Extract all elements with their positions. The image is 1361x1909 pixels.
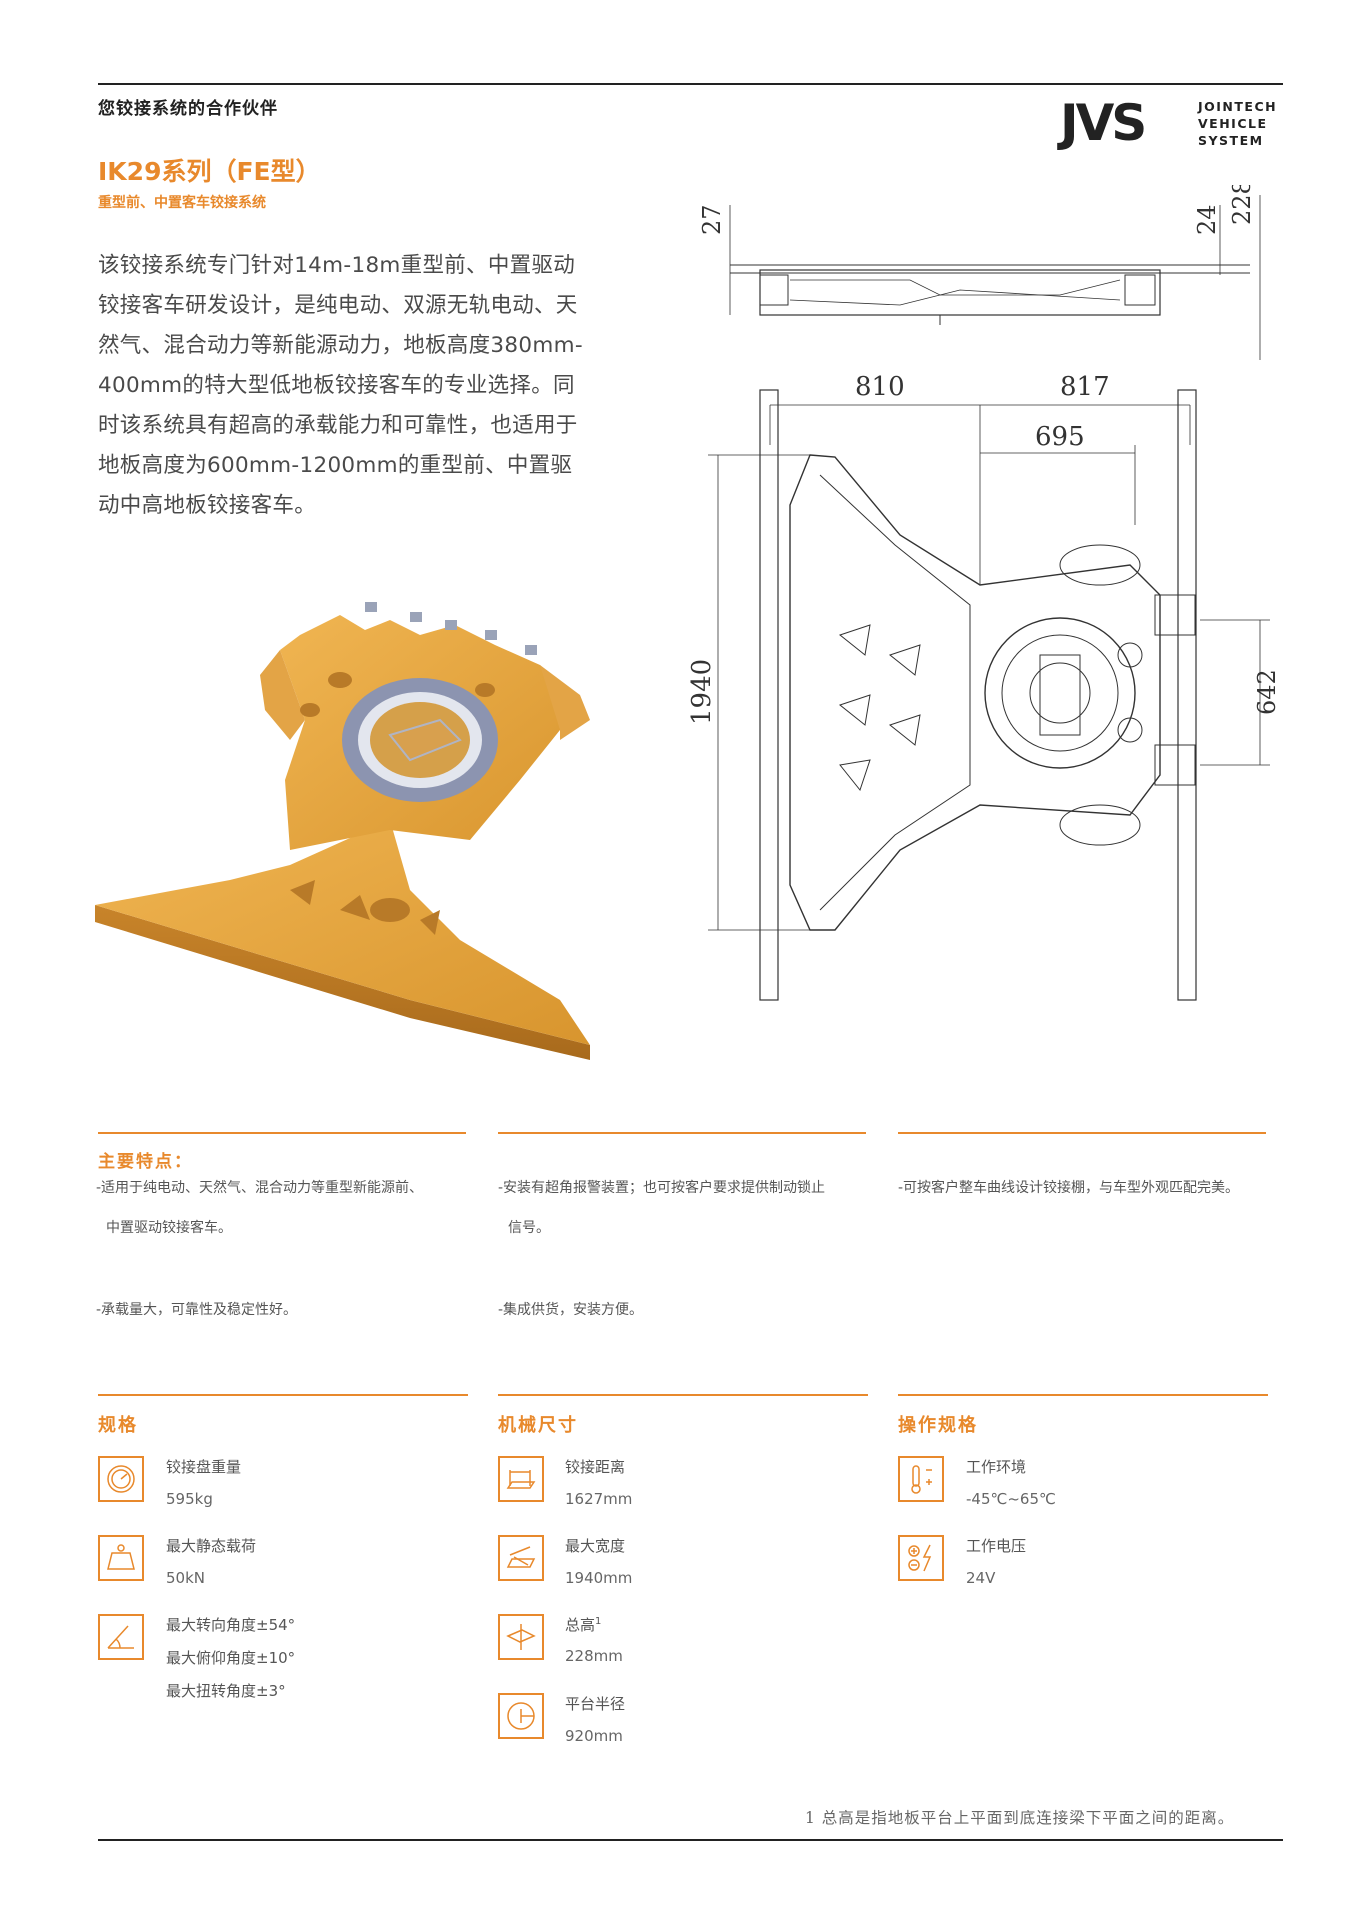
width-value: 1940mm	[565, 1569, 633, 1587]
dim-24: 24	[1193, 204, 1221, 235]
technical-drawing: 27 24 228 810 817 695 1940 642	[660, 179, 1300, 1015]
feature-item: -可按客户整车曲线设计铰接棚，与车型外观匹配完美。	[898, 1180, 1240, 1196]
feature-item: -承载量大，可靠性及稳定性好。	[96, 1302, 298, 1318]
feature-item-cont: 信号。	[508, 1220, 550, 1236]
thermometer-icon	[898, 1456, 944, 1502]
spec-rule-2	[498, 1394, 868, 1396]
weight-label: 铰接盘重量	[166, 1458, 242, 1476]
pitch-angle: 最大俯仰角度±10°	[166, 1649, 296, 1667]
feature-item: -适用于纯电动、天然气、混合动力等重型新能源前、	[96, 1180, 424, 1196]
product-subtitle: 重型前、中置客车铰接系统	[98, 195, 266, 211]
height-label-text: 总高	[565, 1616, 596, 1634]
spec-rule-1	[98, 1394, 468, 1396]
footnote: 1 总高是指地板平台上平面到底连接梁下平面之间的距离。	[805, 1809, 1235, 1827]
weight-icon	[98, 1535, 144, 1581]
brand-logo: JVS JOINTECH VEHICLE SYSTEM	[1060, 96, 1290, 154]
width-icon	[498, 1535, 544, 1581]
bottom-rule	[98, 1839, 1283, 1841]
distance-label: 铰接距离	[565, 1458, 626, 1476]
tagline: 您铰接系统的合作伙伴	[98, 99, 278, 119]
intro-line: 该铰接系统专门针对14m-18m重型前、中置驱动	[98, 253, 576, 278]
product-title: IK29系列（FE型）	[98, 157, 321, 186]
steering-angle: 最大转向角度±54°	[166, 1616, 296, 1634]
feature-item-cont: 中置驱动铰接客车。	[106, 1220, 232, 1236]
product-intro: 该铰接系统专门针对14m-18m重型前、中置驱动 铰接客车研发设计，是纯电动、双…	[98, 246, 618, 526]
radius-value: 920mm	[565, 1727, 623, 1745]
logo-text: JOINTECH VEHICLE SYSTEM	[1198, 98, 1277, 149]
top-rule	[98, 83, 1283, 85]
intro-line: 地板高度为600mm-1200mm的重型前、中置驱	[98, 453, 573, 478]
dim-817: 817	[1060, 372, 1110, 402]
load-label: 最大静态载荷	[166, 1537, 257, 1555]
logo-mark: JVS	[1060, 94, 1147, 152]
dim-228: 228	[1228, 185, 1256, 225]
distance-value: 1627mm	[565, 1490, 633, 1508]
feature-rule-2	[498, 1132, 866, 1134]
height-label: 总高1	[565, 1614, 601, 1635]
dim-642: 642	[1253, 669, 1281, 715]
twist-angle: 最大扭转角度±3°	[166, 1682, 286, 1700]
intro-line: 铰接客车研发设计，是纯电动、双源无轨电动、天	[98, 293, 578, 318]
intro-line: 时该系统具有超高的承载能力和可靠性，也适用于	[98, 413, 578, 438]
environment-value: -45℃~65℃	[966, 1490, 1056, 1508]
intro-line: 然气、混合动力等新能源动力，地板高度380mm-	[98, 333, 583, 358]
intro-line: 动中高地板铰接客车。	[98, 493, 317, 518]
voltage-value: 24V	[966, 1569, 996, 1587]
features-title: 主要特点：	[98, 1152, 193, 1172]
angle-icon	[98, 1614, 144, 1660]
feature-item: -集成供货，安装方便。	[498, 1302, 644, 1318]
height-value: 228mm	[565, 1647, 623, 1665]
product-render-image	[90, 590, 610, 1090]
height-icon	[498, 1614, 544, 1660]
feature-item: -安装有超角报警装置；也可按客户要求提供制动锁止	[498, 1180, 826, 1196]
feature-rule-3	[898, 1132, 1266, 1134]
spec-rule-3	[898, 1394, 1268, 1396]
logo-line-2: VEHICLE	[1198, 116, 1268, 131]
width-label: 最大宽度	[565, 1537, 626, 1555]
specs-heading: 规格	[98, 1415, 138, 1436]
feature-rule-1	[98, 1132, 466, 1134]
distance-icon	[498, 1456, 544, 1502]
radius-label: 平台半径	[565, 1695, 626, 1713]
voltage-label: 工作电压	[966, 1537, 1027, 1555]
mechanical-heading: 机械尺寸	[498, 1415, 578, 1436]
gauge-icon	[98, 1456, 144, 1502]
height-footnote-mark: 1	[595, 1616, 602, 1627]
intro-line: 400mm的特大型低地板铰接客车的专业选择。同	[98, 373, 575, 398]
dim-1940: 1940	[687, 659, 717, 725]
dim-27: 27	[698, 204, 726, 235]
dim-695: 695	[1035, 422, 1085, 452]
dimension-drawing: 27 24 228 810 817 695 1940 642	[687, 179, 1281, 1001]
environment-label: 工作环境	[966, 1458, 1027, 1476]
dim-810: 810	[855, 372, 905, 402]
weight-value: 595kg	[166, 1490, 213, 1508]
operation-heading: 操作规格	[898, 1415, 978, 1436]
load-value: 50kN	[166, 1569, 205, 1587]
radius-icon	[498, 1693, 544, 1739]
battery-icon	[898, 1535, 944, 1581]
turntable-render	[95, 602, 590, 1060]
logo-line-1: JOINTECH	[1198, 99, 1278, 114]
logo-line-3: SYSTEM	[1198, 133, 1264, 148]
